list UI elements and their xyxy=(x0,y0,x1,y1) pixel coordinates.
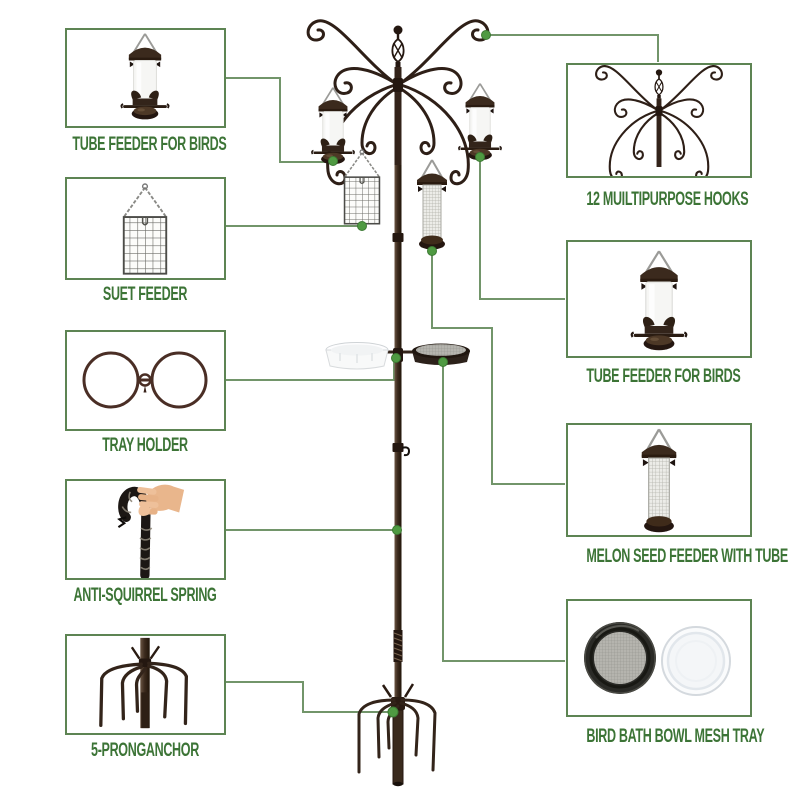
callout-label: 5-PRONGANCHOR xyxy=(91,740,199,761)
connector-lines xyxy=(224,34,659,713)
callout-box-tube-feeder-right xyxy=(566,240,752,358)
callout-box-tube-feeder-left xyxy=(65,28,226,128)
tube-feeder-icon xyxy=(120,32,170,121)
pole-collar xyxy=(392,233,404,242)
pole-collar xyxy=(392,443,404,452)
connector-dot xyxy=(475,152,485,162)
tray-assembly xyxy=(325,342,470,370)
hanging-suet-cage xyxy=(343,149,381,225)
callout-box-tray-holder xyxy=(65,330,226,431)
connector-dots xyxy=(328,30,491,718)
mesh-tube-feeder-icon xyxy=(640,428,678,534)
connector-dot xyxy=(481,30,491,40)
callout-box-melon-seed-feeder xyxy=(566,423,752,537)
connector-dot xyxy=(427,246,437,256)
callout-box-suet-feeder xyxy=(65,177,226,280)
connector-line xyxy=(489,34,659,62)
callout-box-multipurpose-hooks xyxy=(566,63,752,178)
tube-feeder-icon xyxy=(630,250,688,352)
suet-cage-icon xyxy=(122,183,168,275)
callout-label: BIRD BATH BOWL MESH TRAY xyxy=(586,726,765,747)
connector-dot xyxy=(438,357,448,367)
spring-hook-in-hand-icon xyxy=(118,481,184,575)
connector-line xyxy=(442,364,565,662)
pole-hook-clip xyxy=(401,446,411,457)
callout-label: TRAY HOLDER xyxy=(102,435,188,456)
connector-dot xyxy=(391,353,401,363)
callout-label: MELON SEED FEEDER WITH TUBE xyxy=(586,546,788,567)
connector-line xyxy=(479,160,565,300)
center-pole-assembly xyxy=(308,21,502,787)
main-pole xyxy=(394,160,402,785)
connector-line xyxy=(224,681,389,713)
callout-label: TUBE FEEDER FOR BIRDS xyxy=(586,366,741,387)
callout-box-bird-bath xyxy=(566,599,752,717)
callout-label: ANTI-SQUIRREL SPRING xyxy=(73,585,217,606)
scroll-hooks-icon xyxy=(596,66,722,176)
connector-dot xyxy=(387,706,399,718)
connector-line xyxy=(226,77,329,163)
bowl-and-mesh-tray-icon xyxy=(582,620,732,697)
hanging-mesh-feeder xyxy=(416,159,448,251)
callout-label: 12 MUILTIPURPOSE HOOKS xyxy=(586,189,749,210)
five-prong-anchor-icon xyxy=(99,636,189,730)
ground-anchor xyxy=(357,683,437,787)
connector-line xyxy=(431,253,565,485)
connector-dot xyxy=(328,156,338,166)
connector-line xyxy=(226,360,395,381)
hanging-tube-feeder-right xyxy=(458,82,502,162)
hanging-tube-feeder-left xyxy=(311,86,355,166)
connector-dot xyxy=(392,525,402,535)
tray-holder-rings-icon xyxy=(82,351,208,409)
pole-spring-section xyxy=(393,630,403,662)
callout-box-anti-squirrel-spring xyxy=(65,479,226,580)
callout-label: TUBE FEEDER FOR BIRDS xyxy=(72,134,227,155)
callout-box-five-prong-anchor xyxy=(65,634,226,735)
callout-label: SUET FEEDER xyxy=(102,284,188,305)
connector-dot xyxy=(357,221,367,231)
